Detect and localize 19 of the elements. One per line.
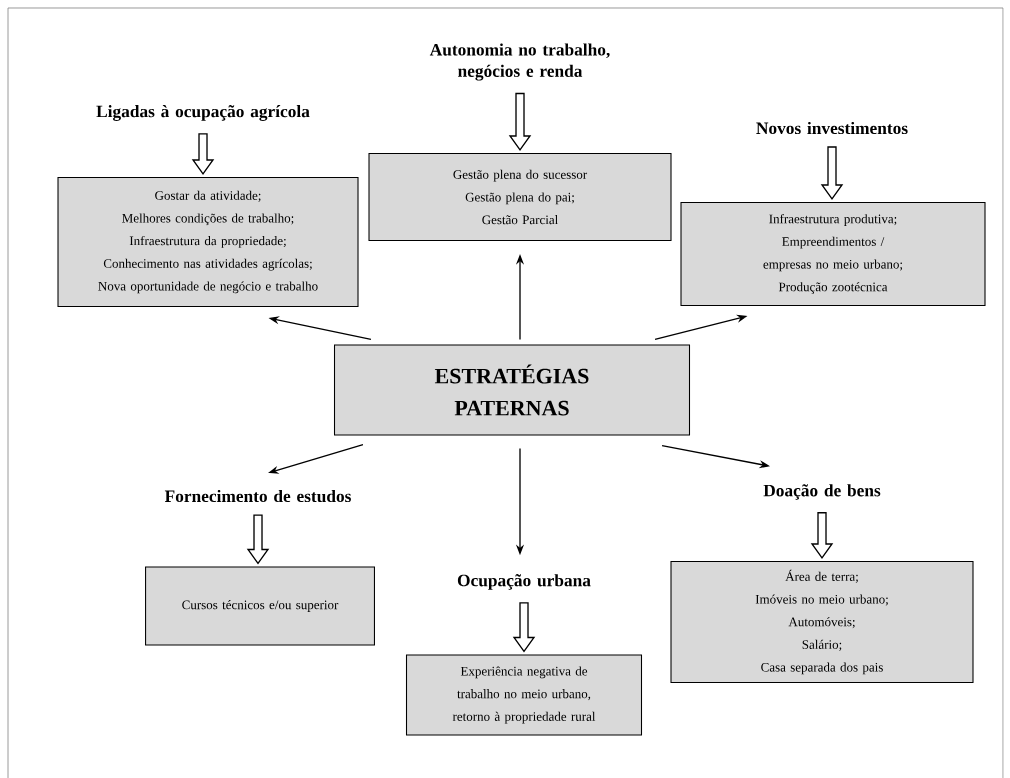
text-box: Infraestrutura produtiva; Empreendimentos / empresas no meio urbano; Produção zootécnica (680, 201, 986, 307)
text-box: Área de terra; Imóveis no meio urbano; Automóveis; Salário; Casa separada dos pais (670, 560, 974, 684)
hollow-arrow (508, 92, 532, 152)
hollow-arrow (191, 133, 215, 176)
hollow-arrow (820, 146, 844, 201)
heading-text: Ocupação urbana (457, 574, 591, 590)
heading-text: Fornecimento de estudos (164, 489, 351, 503)
text-box: Experiência negativa de trabalho no meio urbano, retorno à propriedade rural (405, 654, 643, 736)
heading-text: Ligadas à ocupação agrícola (96, 105, 310, 121)
hollow-arrow (512, 602, 536, 653)
heading-text: Novos investimentos (756, 121, 908, 135)
text-box: Cursos técnicos e/ou superior (145, 566, 375, 646)
center-box: ESTRATÉGIAS PATERNAS (333, 344, 691, 436)
text-box: Gostar da atividade; Melhores condições de trabalho; Infraestrutura da propriedade; Conhecimento nas atividades agrícolas; Nova oportunidade de negócio e trabalho (57, 176, 359, 308)
heading-text: Autonomia no trabalho, negócios e renda (429, 43, 610, 81)
hollow-arrow (246, 514, 270, 565)
heading-text: Doação de bens (763, 484, 881, 500)
text-box: Gestão plena do sucessor Gestão plena do pai; Gestão Parcial (368, 152, 672, 242)
hollow-arrow (810, 512, 834, 560)
